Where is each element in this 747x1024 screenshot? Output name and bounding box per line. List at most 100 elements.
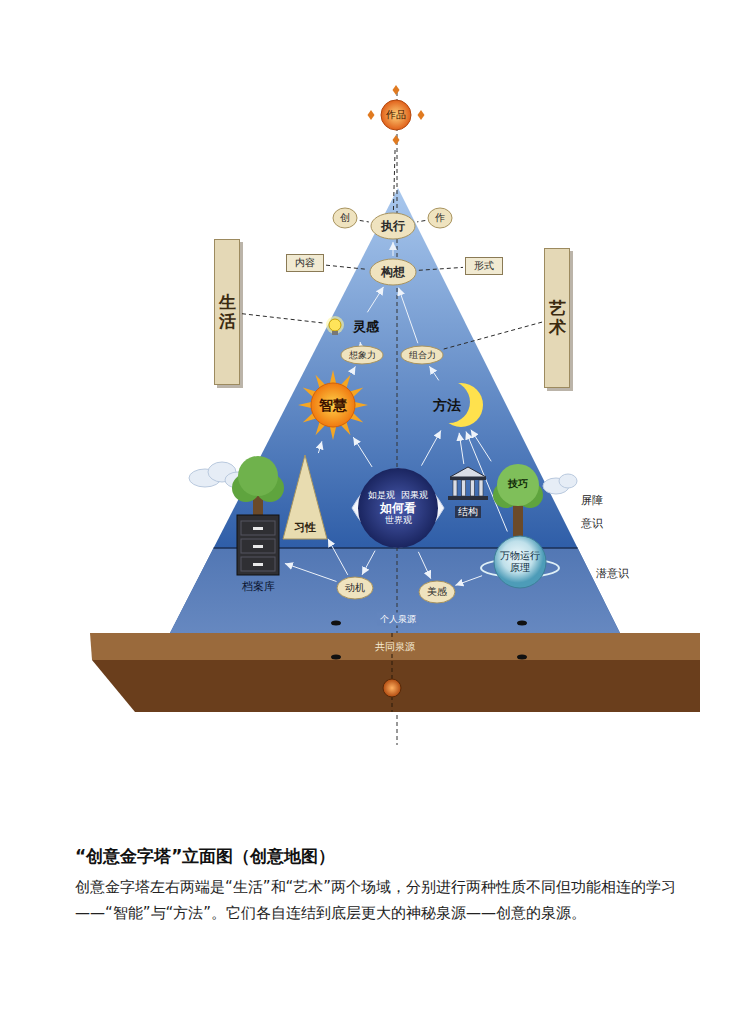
cabinet-drawer [241,521,275,535]
arrow-connector [362,551,375,575]
oval-outline [419,581,455,603]
bulb-base [332,331,338,335]
arrow-connector [318,441,322,453]
node-text: 执行 [381,219,405,233]
temple-column [479,480,483,496]
node-text: 技巧 [508,478,528,490]
band-front [92,660,700,712]
node-text: 方法 [433,397,461,414]
tree-foliage [497,464,539,506]
aspect-box: 内容 [286,254,324,272]
node-text: 因果观 [401,490,428,501]
pyramid [170,188,620,633]
arrow-connector [360,342,361,343]
dashed-connector [360,220,369,222]
node-text: 共同泉源 [372,641,418,653]
node-text: 如是观 [368,490,395,501]
oval-outline [371,213,415,239]
node-text: 智慧 [319,397,347,414]
panel-outline [545,249,570,388]
source-hole [331,655,341,660]
arrow-connector [328,539,348,575]
tree-foliage [238,456,278,496]
node-text: 形式 [474,260,494,272]
source-hole [517,655,527,660]
node-text: 万物运行原理 [499,550,541,574]
arrow-connector [418,552,430,579]
temple-column [453,480,457,496]
source-label: 个人泉源 [377,613,419,626]
oval-outline [341,346,383,364]
dashed-connector [393,147,395,210]
node-text: 灵感 [353,319,379,335]
aspect-box: 形式 [465,257,503,275]
domain-panel: 生活 [214,239,240,385]
method-moon: 方法 [423,379,487,431]
eye-almond [352,469,444,547]
skill-tree-shape [491,463,545,543]
source-hole [517,621,527,626]
eye-iris [358,468,438,548]
arrow-connector [471,430,491,462]
sun-ray [330,370,337,384]
cloud [543,474,577,494]
node-text: 世界观 [385,515,412,526]
figure-caption: 创意金字塔左右两端是“生活”和“艺术”两个场域，分别进行两种性质不同但功能相连的… [75,874,695,926]
planet-sphere [494,536,546,588]
node-text: 习性 [294,521,316,534]
stage-oval: 创 [332,207,358,229]
layer-label: 潜意识 [596,566,629,581]
stage-oval: 作 [427,207,453,229]
arrow-connector [398,288,417,344]
dashed-connector [417,221,425,222]
node-text: 创 [340,212,350,224]
node-text: 动机 [345,582,365,594]
principle-planet: 万物运行原理 [480,532,560,592]
dashed-connector [419,267,463,270]
cabinet-drawer [241,557,275,571]
source-sphere [383,679,401,697]
habit-triangle: 习性 [283,455,327,539]
arrow-connector [393,242,394,256]
bulb-glow [326,316,344,334]
layer-label: 意识 [581,516,603,531]
box-outline [466,258,503,275]
arrow-connector [285,563,337,581]
arrow-connector [429,366,438,380]
node-text: 组合力 [409,350,436,361]
cabinet-drawer [241,539,275,553]
node-text: 档案库 [242,580,275,593]
node-text: 美感 [427,586,447,598]
node-text: 结构 [455,506,481,518]
sun-disc [311,383,355,427]
sun-ray [330,426,337,440]
stage-oval: 执行 [370,212,416,240]
cabinet-body [237,515,279,575]
dashed-connector [242,314,325,324]
arrow-connector [459,433,464,464]
source-hole [331,621,341,626]
arrow-connector [455,576,482,586]
structure-temple: 结构 [447,466,489,518]
cabinet-handle [253,563,263,566]
archive-cabinet: 档案库 [233,515,283,593]
oval-outline [370,259,416,285]
faculty-oval: 组合力 [400,345,444,365]
source-oval: 美感 [418,580,456,604]
node-text: 作品 [386,109,406,121]
box-outline [287,255,324,272]
wisdom-sun: 智慧 [297,369,369,441]
orb-diamond [393,135,400,145]
node-text: 想象力 [349,350,376,361]
dashed-connector [443,322,542,349]
arrow-connector [352,366,355,372]
stage-oval: 构想 [369,258,417,286]
cabinet-handle [253,545,263,548]
oval-outline [401,346,443,364]
oval-outline [428,208,452,228]
common-source-band: 共同泉源 [90,633,700,712]
node-text: 内容 [295,257,315,269]
band-top [90,633,700,660]
arrow-connector [353,437,372,467]
temple-beam [450,477,486,480]
